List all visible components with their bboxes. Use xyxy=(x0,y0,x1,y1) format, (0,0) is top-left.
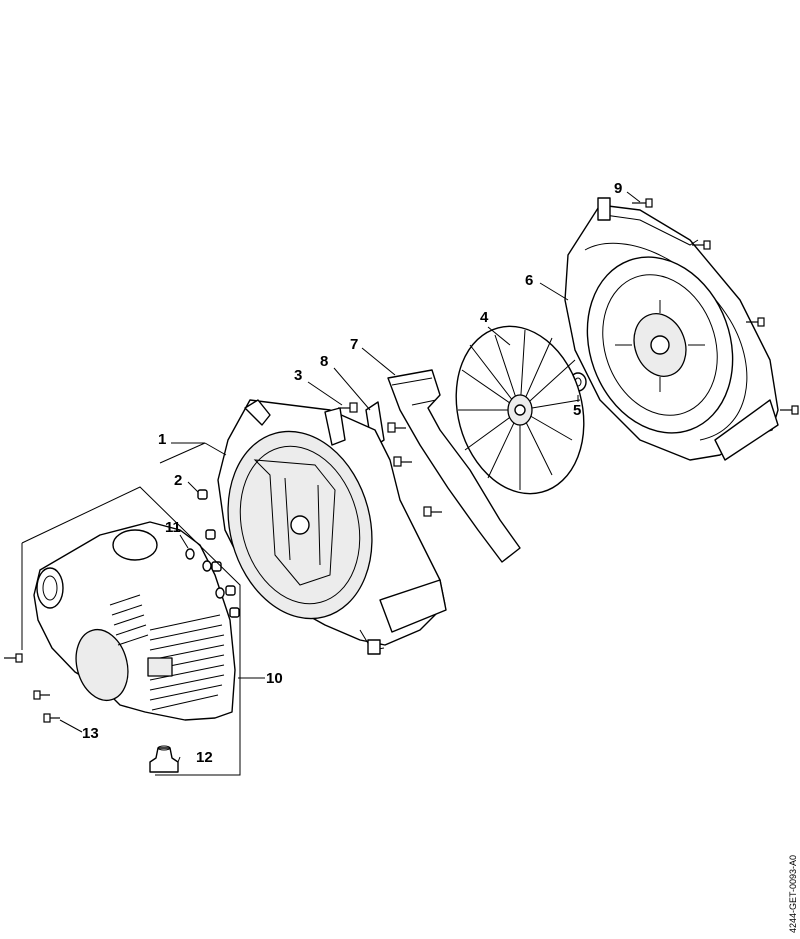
callout-6: 6 xyxy=(525,272,533,289)
part-10-cover xyxy=(33,521,236,721)
callout-7: 7 xyxy=(350,336,358,353)
callout-13: 13 xyxy=(82,725,99,742)
part-9-screws xyxy=(632,198,799,415)
callout-labels: 1 2 3 4 5 6 7 8 9 10 11 12 13 xyxy=(82,180,622,766)
callout-1: 1 xyxy=(158,431,166,448)
callout-9: 9 xyxy=(614,180,622,197)
reference-code: 4244-GET-0093-A0 xyxy=(788,854,798,933)
callout-12: 12 xyxy=(196,749,213,766)
part-1-main-housing xyxy=(217,399,447,655)
callout-5: 5 xyxy=(573,402,581,419)
leader-lines xyxy=(21,191,641,776)
part-7-air-duct xyxy=(387,369,521,563)
callout-8: 8 xyxy=(320,353,328,370)
part-12-foot xyxy=(149,745,179,773)
callout-11: 11 xyxy=(165,519,181,536)
part-13-screws xyxy=(4,653,60,723)
part-3-8-screws xyxy=(338,401,442,517)
part-6-fan-housing xyxy=(564,197,779,461)
part-2-plugs xyxy=(197,489,240,618)
callout-4: 4 xyxy=(480,309,489,326)
callout-10: 10 xyxy=(266,670,283,687)
callout-2: 2 xyxy=(174,472,182,489)
part-4-impeller xyxy=(455,325,585,495)
part-11-plugs xyxy=(185,548,225,599)
callout-3: 3 xyxy=(294,367,302,384)
